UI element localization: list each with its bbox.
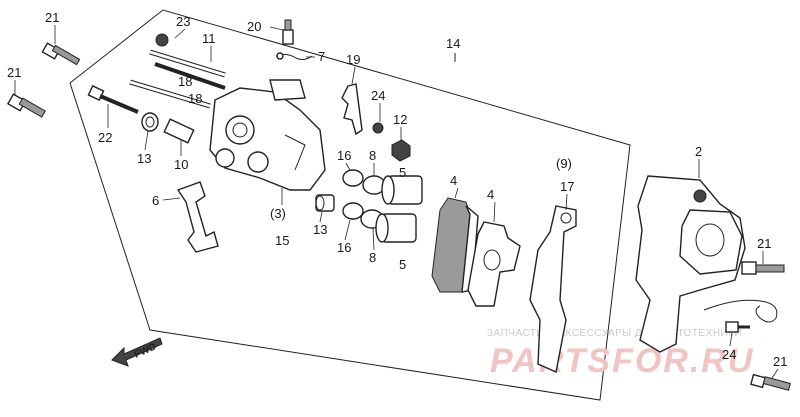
callout-10: 10 [174, 157, 188, 172]
cap-7 [275, 52, 313, 61]
callout-5-a: 5 [399, 165, 406, 180]
callout-7: 7 [318, 49, 325, 64]
piston-5-upper [381, 175, 423, 205]
bolt-21-lower [6, 93, 46, 118]
callout-2: 2 [695, 144, 702, 159]
caliper-body-3 [209, 79, 326, 191]
shim-17-hole [560, 212, 572, 224]
pin-18-upper [154, 62, 226, 90]
callout-23: 23 [176, 14, 190, 29]
callout-22: 22 [98, 130, 112, 145]
pin-18 [129, 79, 211, 109]
caliper-assembly-2 [635, 175, 746, 353]
callout-19: 19 [346, 52, 360, 67]
bushing-13 [141, 112, 159, 132]
callout-8-b: 8 [369, 250, 376, 265]
callout-24-a: 24 [371, 88, 385, 103]
callout-12: 12 [393, 112, 407, 127]
callout-9: (9) [556, 156, 572, 171]
bolt-21-upper [41, 42, 81, 66]
shim-17 [529, 205, 577, 373]
watermark: ЗАПЧАСТИ И АКСЕССУАРЫ ДЛЯ МОТОТЕХНИКИ PA… [487, 328, 754, 380]
assembly-outline [69, 9, 631, 401]
piston-5-lower [375, 213, 417, 243]
callout-4-a: 4 [450, 173, 457, 188]
callout-21-b: 21 [7, 65, 21, 80]
callout-18-b: 18 [188, 91, 202, 106]
bleeder-20 [282, 19, 294, 45]
bushing-13-lower [315, 194, 335, 212]
leader-lines [14, 25, 779, 379]
callout-5-b: 5 [399, 257, 406, 272]
callout-11: 11 [202, 31, 216, 46]
fwd-label: FWD [133, 341, 158, 360]
callout-14: 14 [446, 36, 460, 51]
callout-16-a: 16 [337, 148, 351, 163]
seal-16-upper [342, 169, 364, 187]
callout-13-b: 13 [313, 222, 327, 237]
watermark-small: ЗАПЧАСТИ И АКСЕССУАРЫ ДЛЯ МОТОТЕХНИКИ [487, 328, 742, 339]
bolt-21-bottom [750, 373, 791, 391]
callout-labels: 21 21 23 20 7 11 18 18 19 14 24 12 22 13… [7, 10, 787, 369]
callout-3: (3) [270, 206, 286, 221]
nut-12 [391, 139, 411, 162]
callout-15: 15 [275, 233, 289, 248]
bracket-6 [176, 181, 219, 253]
pad-spring-19 [341, 83, 363, 136]
callout-21-d: 21 [773, 354, 787, 369]
bolt-22 [87, 85, 139, 114]
brake-pad-4-left [431, 197, 479, 293]
callout-6: 6 [152, 193, 159, 208]
callout-21-a: 21 [45, 10, 59, 25]
callout-4-b: 4 [487, 187, 494, 202]
forward-arrow: FWD [111, 337, 163, 367]
bolt-21-right [741, 261, 785, 275]
retaining-clip [703, 299, 778, 323]
pin-11 [149, 49, 226, 78]
callout-18-a: 18 [178, 74, 192, 89]
nut-23 [155, 33, 169, 47]
screw-24-lower [725, 321, 750, 333]
callout-13-a: 13 [137, 151, 151, 166]
callout-16-b: 16 [337, 240, 351, 255]
seal-16-lower [342, 202, 364, 220]
watermark-big: PARTSFOR.RU [490, 342, 754, 380]
sleeve-10 [163, 118, 195, 144]
callout-24-b: 24 [722, 347, 736, 362]
callout-17: 17 [560, 179, 574, 194]
callout-20: 20 [247, 19, 261, 34]
callout-21-c: 21 [757, 236, 771, 251]
callout-8-a: 8 [369, 148, 376, 163]
brake-pad-4-right [467, 221, 521, 307]
screw-24-upper [372, 122, 384, 134]
